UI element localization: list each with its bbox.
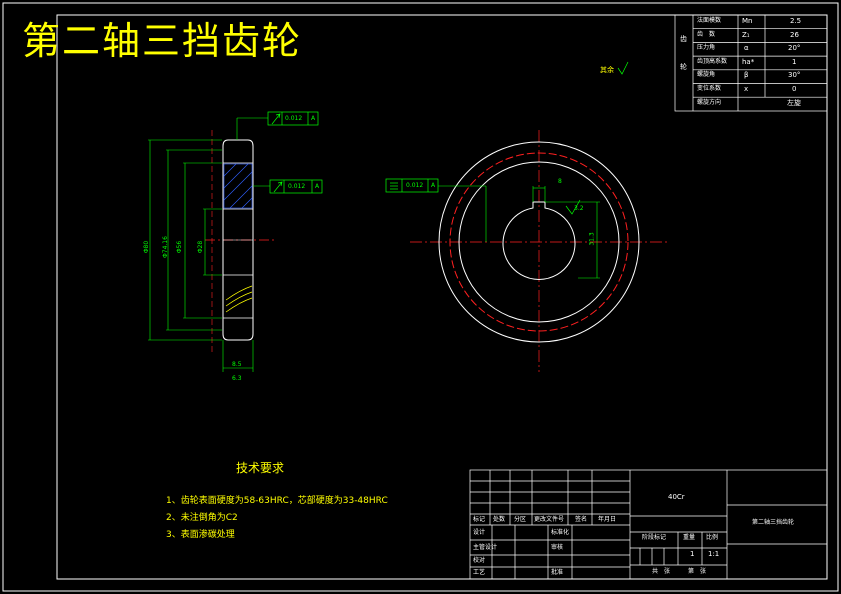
drawing-title: 第二轴三挡齿轮 <box>22 19 303 63</box>
front-view <box>385 130 668 372</box>
param-name: 变位系数 <box>697 85 722 92</box>
tb-left-label: 工艺 <box>473 569 486 576</box>
tb-row-label: 更改文件号 <box>534 516 565 523</box>
param-name: 齿 数 <box>697 31 716 38</box>
runout-mid-value: 0.012 <box>288 183 306 190</box>
param-symbol: β <box>744 71 749 79</box>
runout-mid-datum: A <box>315 183 320 190</box>
param-name: 螺旋角 <box>697 71 716 78</box>
tech-requirements-heading: 技术要求 <box>236 461 285 475</box>
param-symbol: x <box>744 85 749 93</box>
param-value: 26 <box>790 31 799 39</box>
dim-hub-diameter: Φ56 <box>176 240 184 254</box>
symmetry-datum: A <box>431 182 436 189</box>
runout-top-datum: A <box>311 115 316 122</box>
param-side-label-bottom: 轮 <box>680 63 687 71</box>
title-block-lines <box>469 469 828 580</box>
dim-bore-diameter: Φ28 <box>197 240 205 254</box>
tb-row-label: 处数 <box>493 516 506 523</box>
dim-roughness-b: 6.3 <box>232 375 242 382</box>
inner-border <box>56 14 828 580</box>
tb-left-label: 设计 <box>473 529 486 536</box>
tb-stage-header: 阶段标记 <box>642 534 667 541</box>
param-value: 2.5 <box>790 17 802 25</box>
roughness-symbol <box>617 61 629 75</box>
runout-top-value: 0.012 <box>285 115 303 122</box>
param-name: 齿顶高系数 <box>697 58 728 65</box>
param-symbol: α <box>744 44 749 52</box>
dim-roughness-a: 3.2 <box>574 205 584 212</box>
param-symbol: Mn <box>742 17 753 25</box>
param-side-label-top: 齿 <box>680 35 687 43</box>
tb-row-label: 年月日 <box>598 516 617 523</box>
tb-mid-label: 标准化 <box>551 529 570 536</box>
tb-stage-header: 比例 <box>706 534 719 541</box>
param-name: 螺旋方向 <box>697 99 722 106</box>
tb-row-label: 签名 <box>575 516 588 523</box>
quantity-label: 1 <box>690 550 695 558</box>
param-value: 20° <box>788 44 801 52</box>
param-value: 左旋 <box>787 99 801 107</box>
tech-requirement-item: 1、齿轮表面硬度为58-63HRC，芯部硬度为33-48HRC <box>166 496 388 506</box>
tb-row-label: 标记 <box>473 516 486 523</box>
param-symbol: Z₁ <box>742 31 750 39</box>
tb-sheet-label: 第 张 <box>688 568 707 575</box>
param-name: 法面模数 <box>697 17 722 24</box>
tb-mid-label: 审核 <box>551 544 564 551</box>
param-value: 0 <box>792 85 797 93</box>
param-table-lines <box>674 14 828 112</box>
scale-label: 1:1 <box>708 550 720 558</box>
param-value: 30° <box>788 71 801 79</box>
roughness-note: 其余 <box>600 66 614 74</box>
param-symbol: ha* <box>742 58 755 66</box>
tech-requirement-item: 3、表面渗碳处理 <box>166 530 235 540</box>
tb-sheet-label: 共 张 <box>652 568 671 575</box>
dim-keyway-depth: 31.3 <box>588 232 596 246</box>
symmetry-value: 0.012 <box>406 182 424 189</box>
tb-stage-header: 重量 <box>683 534 696 541</box>
tb-row-label: 分区 <box>514 516 527 523</box>
dim-root-diameter: Φ74.16 <box>161 236 169 258</box>
material-label: 40Cr <box>668 493 685 501</box>
param-value: 1 <box>792 58 797 66</box>
tb-mid-label: 批准 <box>551 569 564 576</box>
part-name-label: 第二轴三挡齿轮 <box>752 519 795 526</box>
param-name: 压力角 <box>697 44 716 51</box>
tb-left-label: 校对 <box>473 557 486 564</box>
dim-tip-diameter: Φ80 <box>143 240 151 254</box>
tech-requirement-item: 2、未注倒角为C2 <box>166 513 238 523</box>
dim-keyway-width: 8 <box>558 178 562 185</box>
dim-width: 8.5 <box>232 361 242 368</box>
tb-left-label: 主管设计 <box>473 544 498 551</box>
side-view <box>148 111 323 372</box>
